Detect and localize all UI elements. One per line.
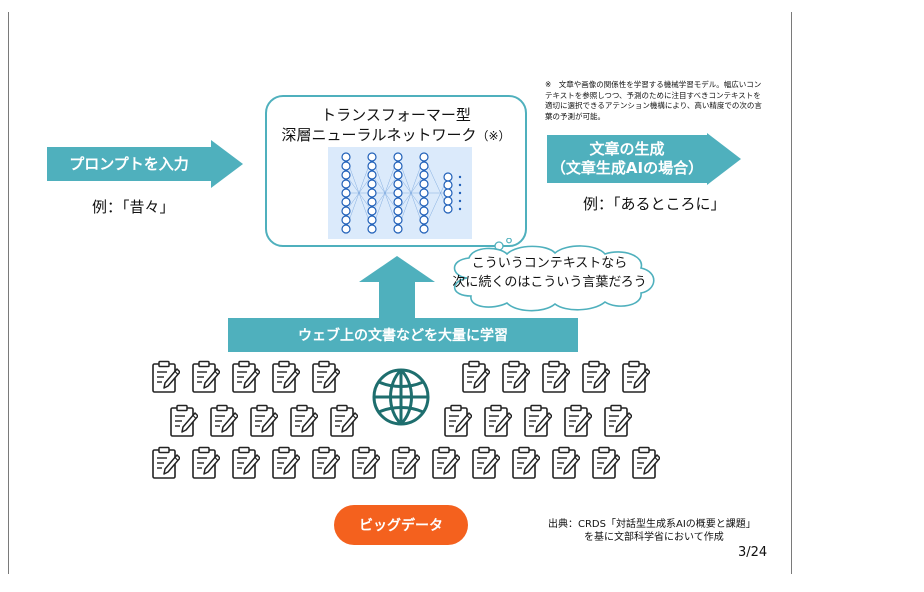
model-panel: トランスフォーマー型 深層ニューラルネットワーク（※） — [265, 95, 527, 247]
document-pen-icon — [460, 360, 490, 394]
output-label-line2: （文章生成AIの場合） — [550, 159, 704, 177]
arrow-head — [707, 133, 741, 185]
document-pen-icon — [630, 446, 660, 480]
big-data-label: ビッグデータ — [334, 505, 468, 545]
document-pen-icon — [150, 446, 180, 480]
up-arrow — [359, 256, 435, 318]
model-title-line1: トランスフォーマー型 — [321, 106, 471, 124]
document-pen-icon — [522, 404, 552, 438]
document-pen-icon — [270, 446, 300, 480]
left-slide-border — [8, 12, 9, 574]
globe-icon — [372, 368, 430, 426]
document-pen-icon — [190, 360, 220, 394]
document-pen-icon — [550, 446, 580, 480]
document-pen-icon — [310, 360, 340, 394]
thought-bubble — [453, 238, 655, 312]
document-pen-icon — [602, 404, 632, 438]
document-pen-icon — [248, 404, 278, 438]
document-pen-icon — [168, 404, 198, 438]
thought-bubble-text: こういうコンテキストなら 次に続くのはこういう言葉だろう — [437, 254, 662, 292]
model-title-main: 深層ニューラルネットワーク — [281, 126, 477, 144]
document-pen-icon — [150, 360, 180, 394]
document-pen-icon — [562, 404, 592, 438]
document-pen-icon — [230, 446, 260, 480]
text-generation-arrow: 文章の生成 （文章生成AIの場合） — [547, 133, 741, 185]
page-number: 3/24 — [738, 545, 768, 560]
output-example: 例：「あるところに」 — [583, 195, 726, 213]
document-pen-icon — [620, 360, 650, 394]
input-example: 例：「昔々」 — [92, 198, 175, 216]
bubble-line2: 次に続くのはこういう言葉だろう — [452, 275, 647, 290]
prompt-input-label: プロンプトを入力 — [47, 147, 211, 181]
output-label-line1: 文章の生成 — [589, 140, 665, 158]
arrow-head — [211, 140, 243, 188]
document-pen-icon — [350, 446, 380, 480]
document-pen-icon — [328, 404, 358, 438]
model-title-line2: 深層ニューラルネットワーク（※） — [267, 124, 525, 145]
document-pen-icon — [442, 404, 472, 438]
bubble-line1: こういうコンテキストなら — [471, 256, 628, 271]
document-pen-icon — [190, 446, 220, 480]
model-footnote: ※ 文章や画像の関係性を学習する機械学習モデル。幅広いコンテキストを参照しつつ、… — [545, 80, 762, 121]
document-pen-icon — [208, 404, 238, 438]
document-pen-icon — [510, 446, 540, 480]
document-pen-icon — [288, 404, 318, 438]
text-generation-label: 文章の生成 （文章生成AIの場合） — [547, 135, 707, 183]
right-slide-border — [791, 12, 792, 574]
document-pen-icon — [470, 446, 500, 480]
learning-banner: ウェブ上の文書などを大量に学習 — [228, 318, 578, 352]
model-title-note: （※） — [476, 129, 511, 143]
document-pen-icon — [310, 446, 340, 480]
document-pen-icon — [230, 360, 260, 394]
source-line1: 出典：CRDS「対話型生成系AIの概要と課題」 — [548, 519, 756, 530]
source-line2: を基に文部科学省において作成 — [584, 532, 724, 543]
document-pen-icon — [390, 446, 420, 480]
document-pen-icon — [430, 446, 460, 480]
document-pen-icon — [580, 360, 610, 394]
document-pen-icon — [270, 360, 300, 394]
prompt-input-arrow: プロンプトを入力 — [47, 140, 243, 188]
document-pen-icon — [482, 404, 512, 438]
document-pen-icon — [540, 360, 570, 394]
document-pen-icon — [590, 446, 620, 480]
source-citation: 出典：CRDS「対話型生成系AIの概要と課題」 を基に文部科学省において作成 — [548, 518, 788, 544]
neural-network-image — [328, 147, 472, 239]
document-pen-icon — [500, 360, 530, 394]
